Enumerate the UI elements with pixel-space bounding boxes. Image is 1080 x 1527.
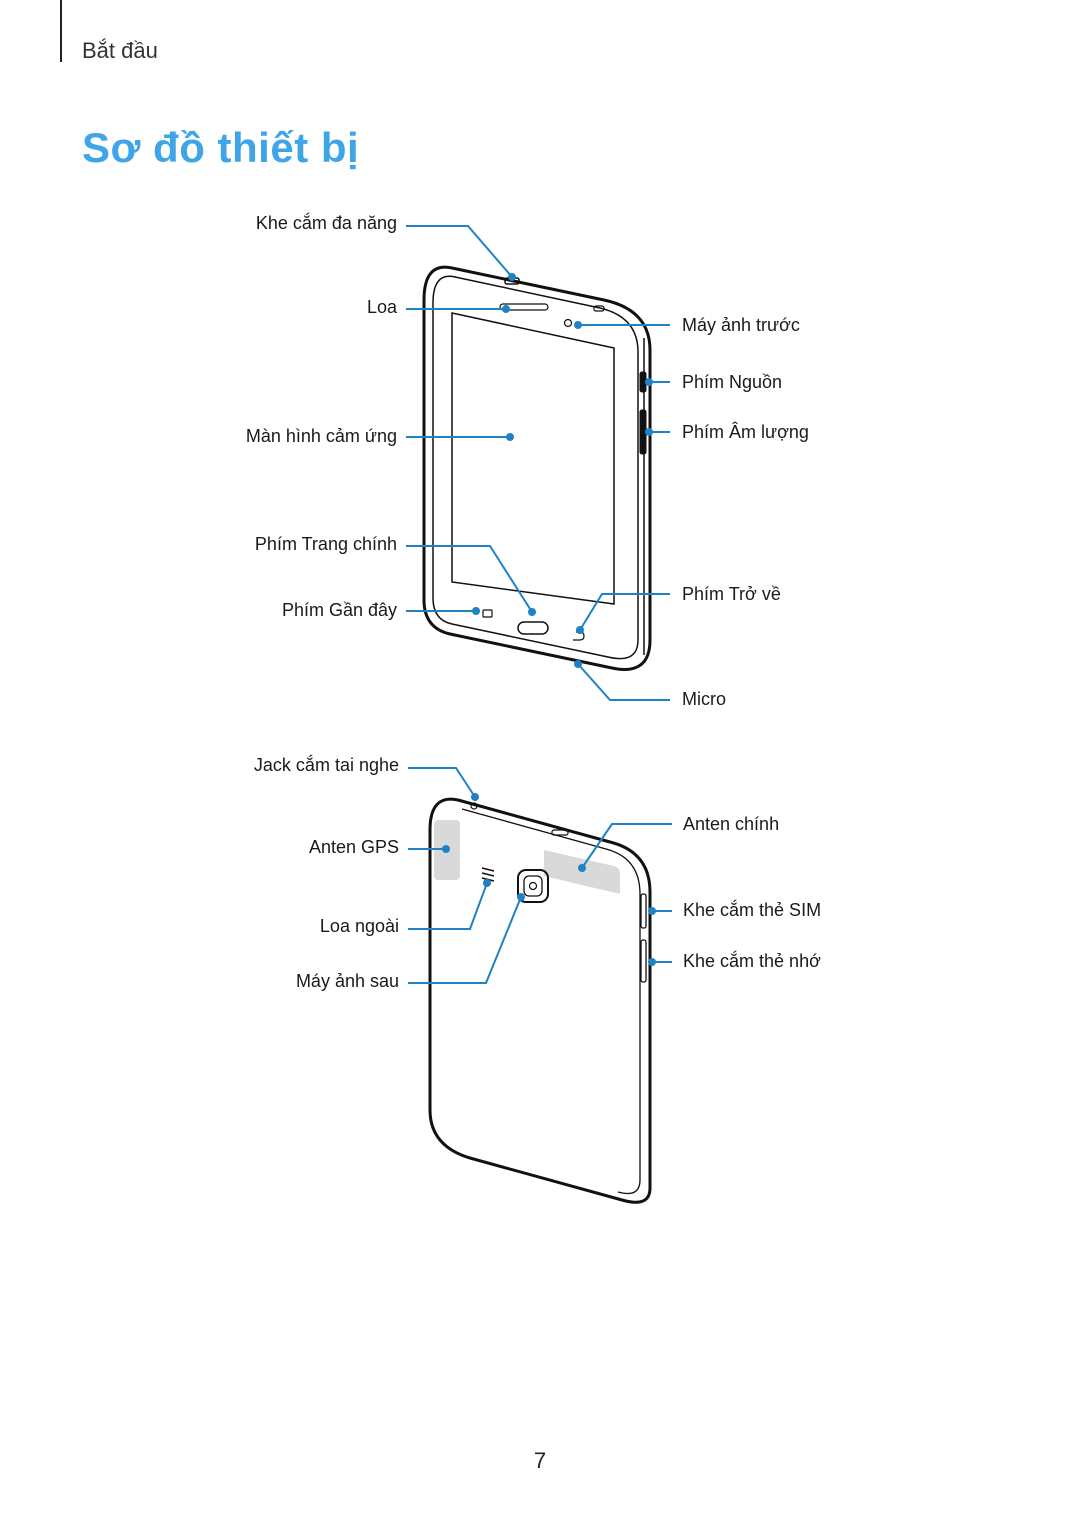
callout-dot-speaker [502,305,510,313]
callout-line-microphone [577,663,670,701]
label-gps-antenna: Anten GPS [308,837,399,857]
callout-dot-sim-slot [648,907,656,915]
label-touchscreen: Màn hình cảm ứng [245,426,397,446]
callout-dot-back-key [576,626,584,634]
sim-slot-cover [640,893,647,929]
section-header: Bắt đầu [82,38,158,63]
callout-dot-memory-slot [648,958,656,966]
callout-line-back-key [579,593,670,631]
label-headset-jack: Jack cắm tai nghe [253,755,399,775]
callout-dot-home-key [528,608,536,616]
label-sim-slot: Khe cắm thẻ SIM [683,900,822,920]
callout-line-main-antenna [581,823,672,869]
rear-camera-housing [517,869,549,903]
callout-dot-rear-camera [517,893,525,901]
label-speaker: Loa [366,297,397,317]
label-volume-key: Phím Âm lượng [682,422,809,442]
back-device-body [428,797,652,1204]
front-callouts [406,225,670,701]
label-home-key: Phím Trang chính [254,534,397,554]
callout-dot-volume-key [645,428,653,436]
callout-line-home-key [406,545,533,613]
touchscreen-area [451,312,615,605]
callout-dot-power-key [645,378,653,386]
back-view [428,797,652,1204]
external-speaker-slots [481,867,495,882]
callout-line-headset-jack [408,767,476,798]
front-view [422,265,652,671]
front-device-body [422,265,652,671]
label-front-camera: Máy ảnh trước [682,315,800,335]
callout-dot-headset-jack [471,793,479,801]
memory-slot-cover [640,939,647,983]
callout-line-rear-camera [408,896,522,984]
label-back-key: Phím Trở về [682,584,781,604]
back-top-slot [551,829,569,836]
label-power-key: Phím Nguồn [682,372,783,392]
callout-line-multipurpose-jack [406,225,513,278]
label-rear-camera: Máy ảnh sau [295,971,399,991]
front-bezel [432,275,639,660]
back-callout-dots [442,793,656,966]
label-memory-slot: Khe cắm thẻ nhớ [683,951,821,971]
label-multipurpose-jack: Khe cắm đa năng [255,213,397,233]
label-external-speaker: Loa ngoài [319,916,399,936]
label-main-antenna: Anten chính [683,814,780,834]
callout-dot-microphone [574,660,582,668]
back-inner-edge [461,808,641,1195]
recent-apps-icon [482,609,493,618]
label-microphone: Micro [682,689,726,709]
speaker-grille [499,303,549,311]
page-number: 7 [533,1448,547,1473]
page-title: Sơ đồ thiết bị [82,124,360,171]
front-callout-dots [472,273,653,668]
callout-dot-main-antenna [578,864,586,872]
callout-dot-gps-antenna [442,845,450,853]
callout-dot-external-speaker [483,879,491,887]
label-recent-apps-key: Phím Gần đây [281,600,397,620]
section-rule [60,0,62,62]
top-edge-element [593,305,605,312]
home-key-shape [517,621,549,635]
callout-dot-front-camera [574,321,582,329]
rear-camera-lens [528,881,538,891]
callout-dot-multipurpose-jack [508,273,516,281]
callout-dot-touchscreen [506,433,514,441]
front-camera-lens [563,318,573,328]
callout-line-external-speaker [408,882,488,930]
rear-camera-inner [523,875,543,897]
callout-dot-recent-apps [472,607,480,615]
headset-jack-hole [470,802,478,810]
